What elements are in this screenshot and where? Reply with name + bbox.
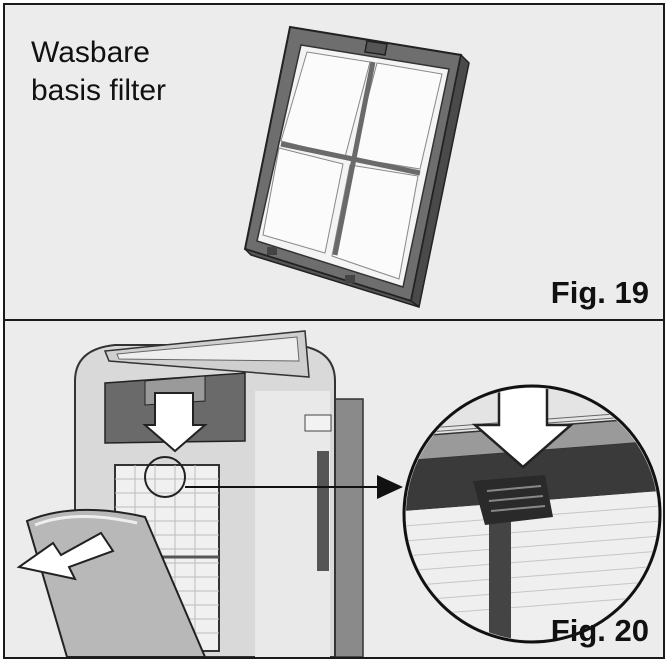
caption-line-1: Wasbare (31, 36, 150, 69)
figure-19-panel: Wasbare basis filter Fig. 19 (3, 3, 665, 321)
caption-line-2: basis filter (31, 74, 167, 107)
filter-removal-illustration (16, 330, 662, 657)
figure-20-panel: Fig. 20 (3, 319, 665, 659)
washable-filter-illustration (243, 25, 470, 309)
fig-20-label: Fig. 20 (550, 613, 649, 648)
fig-19-label: Fig. 19 (550, 275, 649, 310)
